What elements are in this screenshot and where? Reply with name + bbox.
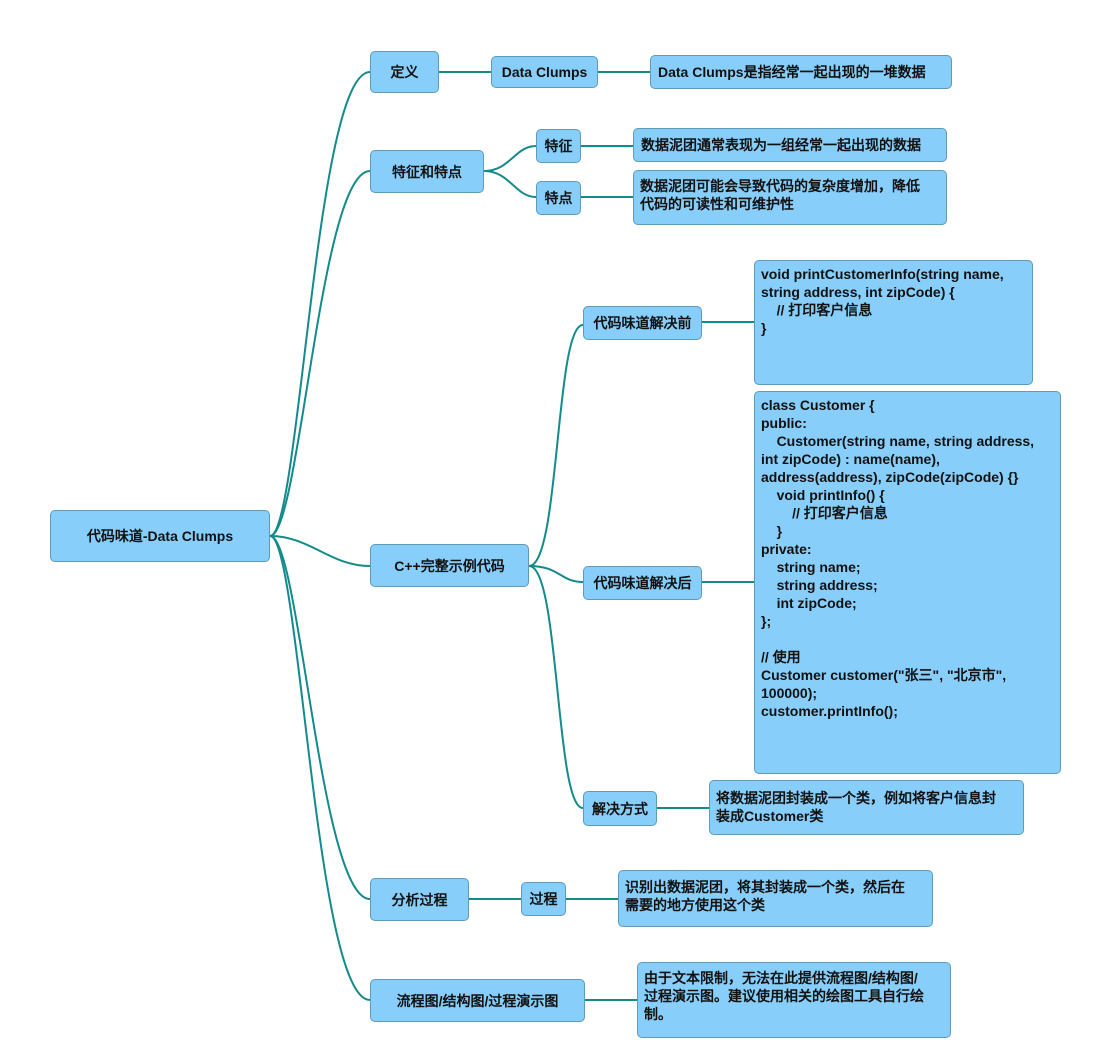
- before-code-node[interactable]: void printCustomerInfo(string name, stri…: [754, 260, 1033, 385]
- process-node[interactable]: 过程: [521, 882, 566, 916]
- definition-node[interactable]: 定义: [370, 51, 439, 93]
- flowchart-description-node[interactable]: 由于文本限制，无法在此提供流程图/结构图/ 过程演示图。建议使用相关的绘图工具自…: [637, 962, 951, 1038]
- link-cpp-solution: [528, 565, 584, 809]
- link-features-feature: [483, 145, 537, 172]
- flowchart-node[interactable]: 流程图/结构图/过程演示图: [370, 979, 585, 1022]
- root-node[interactable]: 代码味道-Data Clumps: [50, 510, 270, 562]
- link-root-definition: [269, 71, 371, 537]
- analysis-node[interactable]: 分析过程: [370, 878, 469, 921]
- process-description-node[interactable]: 识别出数据泥团，将其封装成一个类，然后在 需要的地方使用这个类: [618, 870, 933, 927]
- link-root-features: [269, 170, 371, 537]
- feature-node[interactable]: 特征: [536, 129, 581, 163]
- link-root-flowchart: [269, 535, 371, 1001]
- feature-description-node[interactable]: 数据泥团通常表现为一组经常一起出现的数据: [633, 128, 947, 162]
- link-root-cpp-example: [269, 535, 371, 567]
- data-clumps-term-node[interactable]: Data Clumps: [491, 56, 598, 88]
- link-cpp-before: [528, 324, 584, 567]
- link-features-trait: [483, 170, 537, 198]
- after-code-node[interactable]: class Customer { public: Customer(string…: [754, 391, 1061, 774]
- after-fix-node[interactable]: 代码味道解决后: [583, 566, 702, 600]
- solution-node[interactable]: 解决方式: [583, 791, 657, 826]
- trait-description-node[interactable]: 数据泥团可能会导致代码的复杂度增加，降低 代码的可读性和可维护性: [633, 170, 947, 225]
- cpp-example-node[interactable]: C++完整示例代码: [370, 544, 529, 587]
- link-cpp-after: [528, 565, 584, 583]
- definition-description-node[interactable]: Data Clumps是指经常一起出现的一堆数据: [650, 55, 952, 89]
- before-fix-node[interactable]: 代码味道解决前: [583, 306, 702, 340]
- link-root-analysis: [269, 535, 371, 900]
- features-node[interactable]: 特征和特点: [370, 150, 484, 193]
- trait-node[interactable]: 特点: [536, 181, 581, 215]
- solution-description-node[interactable]: 将数据泥团封装成一个类，例如将客户信息封 装成Customer类: [709, 780, 1024, 835]
